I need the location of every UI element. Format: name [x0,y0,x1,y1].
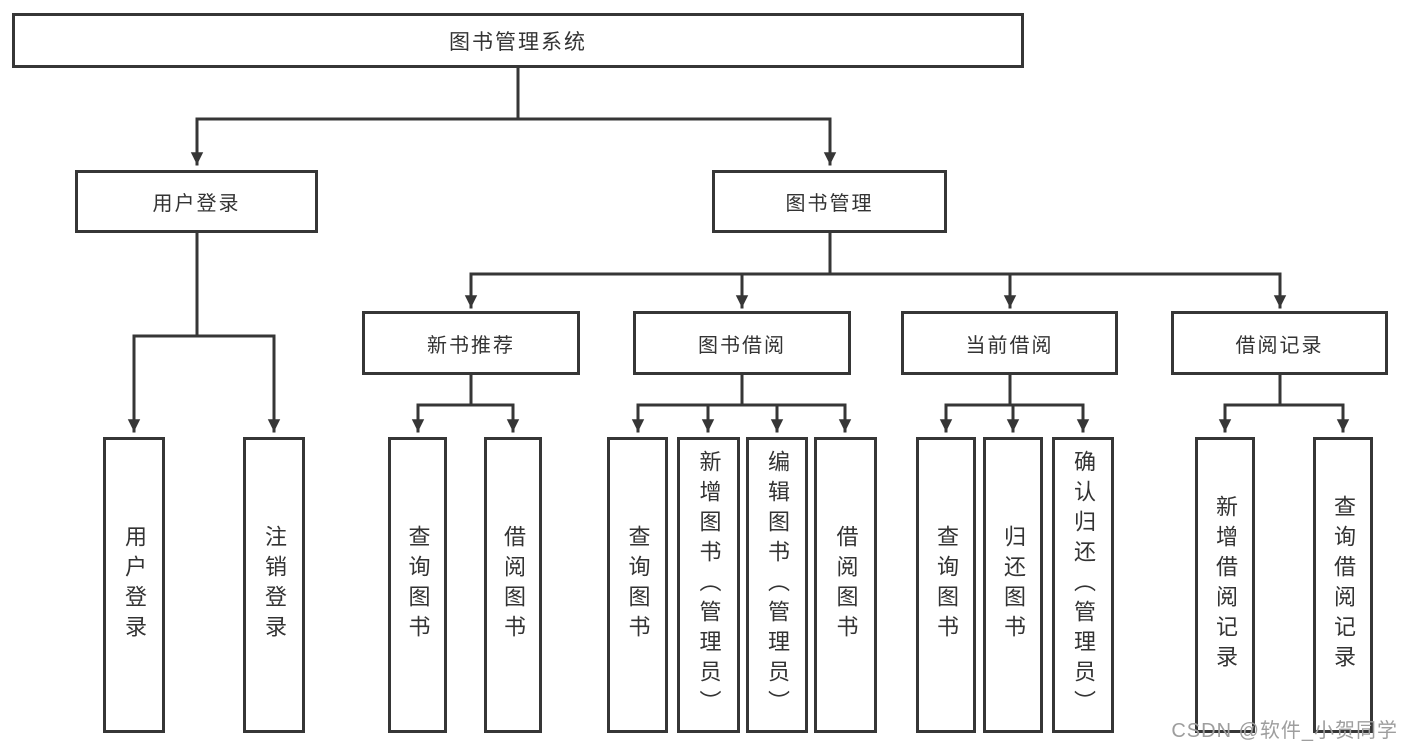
node-leaf-add-books-admin-label: 新增图书（管理员） [696,450,722,720]
node-book-borrow-label: 图书借阅 [698,334,786,357]
node-user-login: 用户登录 [75,170,318,233]
node-leaf-borrow-books-label: 借阅图书 [833,525,859,645]
node-borrow-records: 借阅记录 [1171,311,1388,375]
node-leaf-return-books-label: 归还图书 [1001,525,1026,645]
csdn-watermark: CSDN @软件_小贺同学 [1171,720,1398,742]
node-new-book-recommend-label: 新书推荐 [427,334,515,357]
node-leaf-recommend-query-books-label: 查询图书 [405,525,431,645]
node-leaf-logout: 注销登录 [243,437,305,733]
node-leaf-query-borrow-record: 查询借阅记录 [1313,437,1373,733]
node-current-borrow: 当前借阅 [901,311,1118,375]
node-leaf-confirm-return-admin-label: 确认归还（管理员） [1071,450,1096,720]
node-leaf-borrow-books: 借阅图书 [814,437,877,733]
node-leaf-recommend-borrow-books-label: 借阅图书 [501,525,526,645]
node-user-login-label: 用户登录 [152,193,241,215]
node-leaf-recommend-query-books: 查询图书 [388,437,447,733]
node-leaf-edit-books-admin: 编辑图书（管理员） [746,437,808,733]
node-leaf-user-login: 用户登录 [103,437,165,733]
node-leaf-add-books-admin: 新增图书（管理员） [677,437,740,733]
node-leaf-borrow-query-books-label: 查询图书 [625,525,651,645]
node-leaf-add-borrow-record-label: 新增借阅记录 [1213,495,1238,675]
node-leaf-user-login-label: 用户登录 [122,525,147,645]
node-leaf-add-borrow-record: 新增借阅记录 [1195,437,1255,733]
node-borrow-records-label: 借阅记录 [1235,334,1324,357]
node-current-borrow-label: 当前借阅 [965,334,1054,357]
node-leaf-edit-books-admin-label: 编辑图书（管理员） [765,450,790,720]
node-book-management: 图书管理 [712,170,947,233]
node-leaf-return-books: 归还图书 [983,437,1043,733]
node-leaf-recommend-borrow-books: 借阅图书 [484,437,542,733]
node-leaf-confirm-return-admin: 确认归还（管理员） [1052,437,1114,733]
node-book-borrow: 图书借阅 [633,311,851,375]
node-library-system-label: 图书管理系统 [449,30,587,54]
node-new-book-recommend: 新书推荐 [362,311,580,375]
node-leaf-borrow-query-books: 查询图书 [607,437,668,733]
node-leaf-current-query-books: 查询图书 [916,437,976,733]
node-leaf-current-query-books-label: 查询图书 [934,525,959,645]
node-book-management-label: 图书管理 [785,193,874,215]
node-library-system: 图书管理系统 [12,13,1024,68]
node-leaf-query-borrow-record-label: 查询借阅记录 [1331,495,1356,675]
node-leaf-logout-label: 注销登录 [262,525,287,645]
